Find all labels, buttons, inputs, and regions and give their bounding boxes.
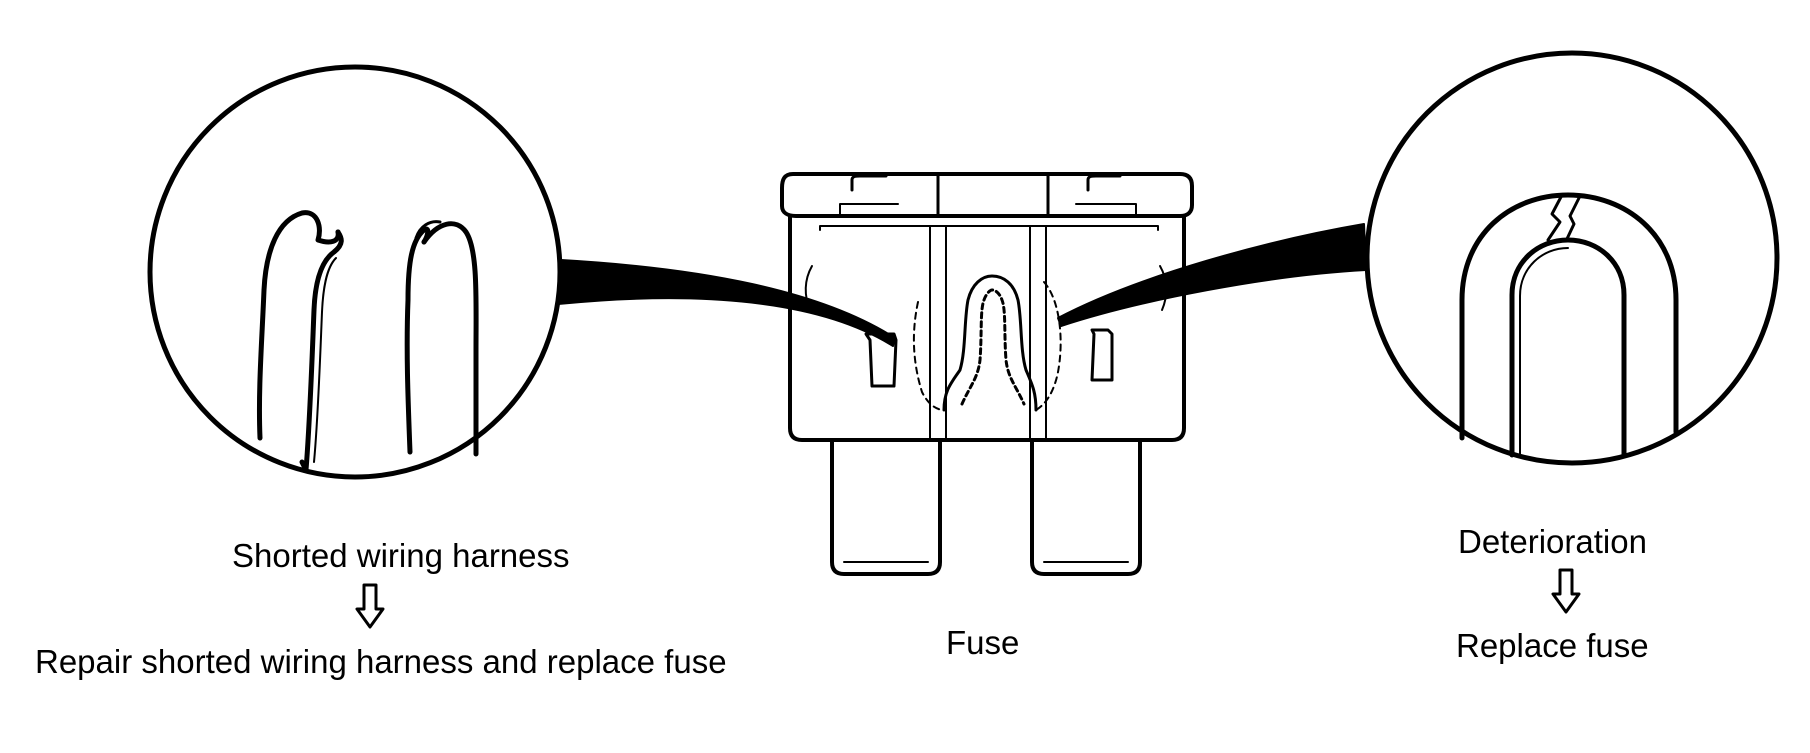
fuse-element-outer [942,274,1038,412]
down-arrow-icon [1551,568,1581,614]
fuse-zoom-right [1035,281,1062,411]
fuse-blade-right [1030,438,1142,576]
shorted-harness-label: Shorted wiring harness [232,537,570,574]
deterioration-magnifier [1364,50,1780,466]
fuse-top-cap [780,172,1194,218]
left-magnifier-circle [147,64,563,480]
left-conductor-outer [256,210,341,441]
fuse-zoom-left [912,301,945,411]
shorted-harness-remedy: Repair shorted wiring harness and replac… [35,643,727,680]
right-conductor-inner [421,221,479,457]
right-conductor-outer [404,226,431,455]
fuse-side-left [804,265,813,311]
fuse-body-inner [819,225,1159,231]
blade-fuse [780,172,1194,576]
fuse-element-inner [960,288,1026,406]
fuse-cap-notch-left [850,174,888,192]
right-magnifier-circle [1364,50,1780,466]
fuse-slot-left [864,332,898,388]
deterioration-label: Deterioration [1458,523,1647,560]
fuse-label: Fuse [946,624,1020,661]
element-outer-u [1459,192,1679,441]
down-arrow-icon [355,583,385,629]
fuse-side-right [1159,265,1168,311]
fuse-body [788,214,1186,442]
element-inner-u [1509,237,1627,458]
fuse-slot-right [1090,328,1114,382]
shorted-harness-magnifier [147,64,563,480]
right-leader-line [1057,223,1367,327]
right-conductor-burn [414,220,442,240]
element-inner-u-edge [1519,247,1569,456]
element-crack-2 [1564,194,1582,243]
left-conductor-inner [299,229,344,473]
fuse-cap-notch-right-2 [1075,203,1137,217]
left-leader-line [557,259,896,347]
fuse-cap-notch-left-2 [839,203,899,217]
fuse-blade-left [830,438,942,576]
replace-fuse-remedy: Replace fuse [1456,627,1649,664]
fuse-cap-notch-right [1086,174,1122,192]
element-crack [1546,193,1564,242]
left-conductor-inner-edge [313,257,337,463]
